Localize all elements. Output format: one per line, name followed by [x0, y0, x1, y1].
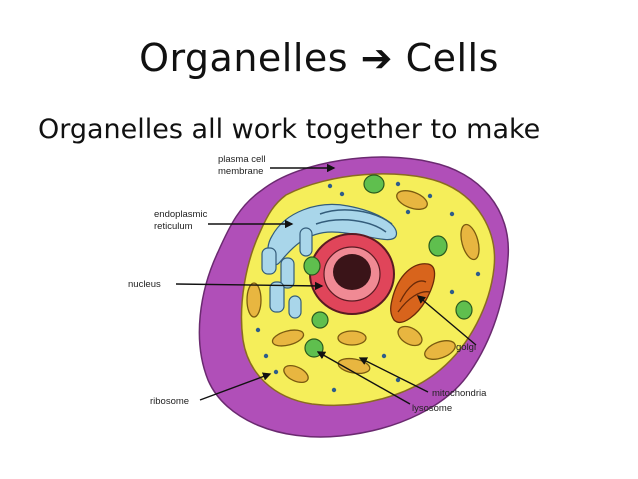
ribosomes [255, 181, 481, 393]
label-lysosome: lysosome [412, 403, 452, 414]
endoplasmic-reticulum [261, 203, 398, 319]
label-er-2: reticulum [154, 221, 193, 232]
slide-title: Organelles ➔ Cells [139, 36, 499, 80]
nucleus [309, 233, 395, 315]
label-ribosome: ribosome [150, 396, 189, 407]
label-plasma-membrane-1: plasma cell [218, 154, 266, 165]
label-golgi: golgi [456, 342, 476, 353]
lysosomes [303, 174, 473, 358]
label-nucleus: nucleus [128, 279, 161, 290]
label-er-1: endoplasmic [154, 209, 208, 220]
label-pointers [175, 163, 477, 405]
label-mitochondria: mitochondria [432, 388, 487, 399]
mitochondria [246, 190, 480, 384]
nucleolus [333, 254, 371, 290]
label-plasma-membrane-2: membrane [218, 166, 263, 177]
slide-subtitle: Organelles all work together to make [38, 114, 541, 145]
